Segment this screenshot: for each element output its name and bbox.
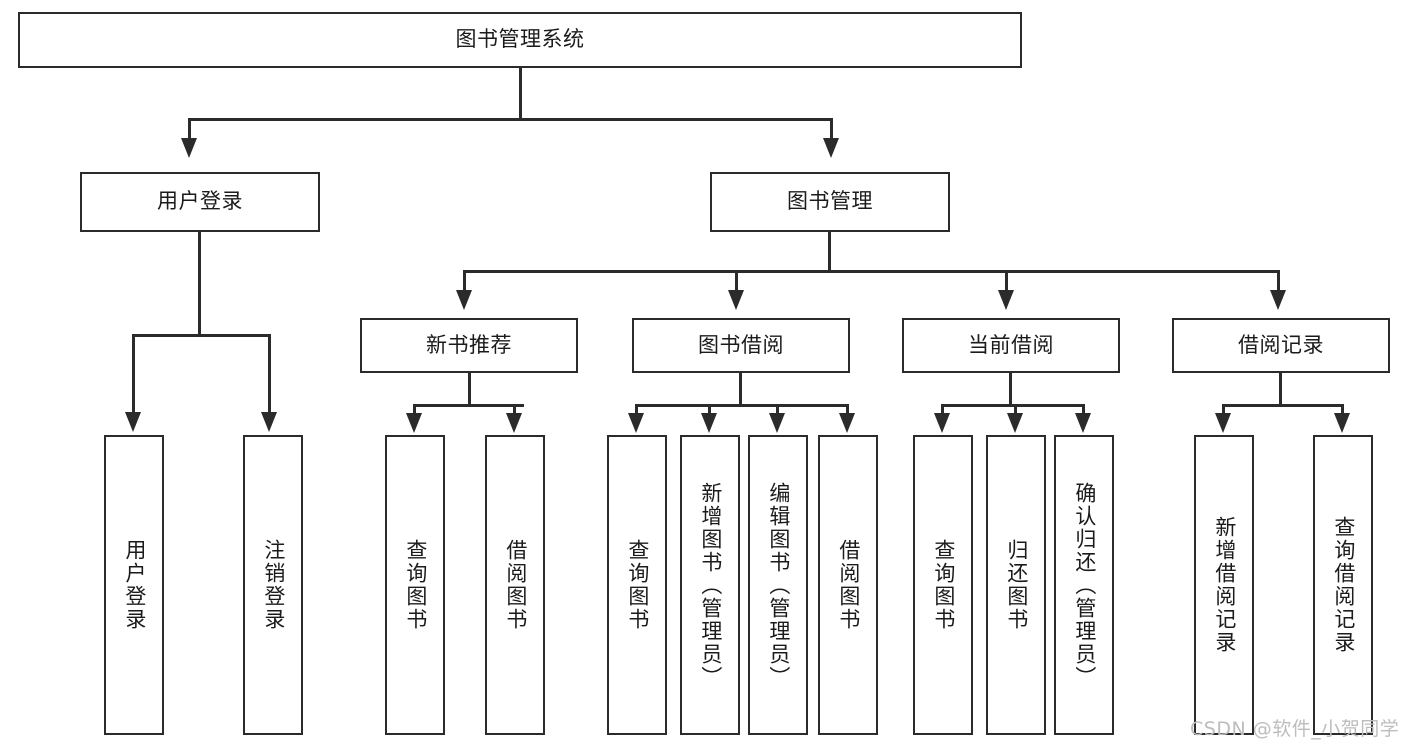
node-leaf-return-book-label: 归还图书	[1004, 539, 1029, 631]
arrow-book-manage-to-book-borrow	[728, 290, 744, 310]
arrow-book-borrow-to-leaf-1	[628, 413, 644, 433]
node-leaf-query-book-2-label: 查询图书	[625, 539, 650, 631]
node-borrow-record-label: 借阅记录	[1238, 332, 1324, 357]
node-book-borrow[interactable]: 图书借阅	[632, 318, 850, 373]
edge-root-stem	[519, 68, 522, 120]
node-leaf-confirm-return[interactable]: 确认归还（管理员）	[1054, 435, 1114, 735]
node-leaf-query-book-1-label: 查询图书	[403, 539, 428, 631]
edge-new-book-rec-bar	[413, 404, 524, 407]
node-leaf-add-record[interactable]: 新增借阅记录	[1194, 435, 1254, 735]
edge-book-manage-to-borrow-record	[1277, 270, 1280, 292]
edge-user-login-bar	[132, 334, 271, 337]
arrow-borrow-record-to-leaf-2	[1334, 413, 1350, 433]
node-current-borrow[interactable]: 当前借阅	[902, 318, 1120, 373]
node-current-borrow-label: 当前借阅	[968, 332, 1054, 357]
edge-book-borrow-to-leaf-3	[776, 404, 779, 416]
node-leaf-borrow-book-2-label: 借阅图书	[836, 539, 861, 631]
edge-borrow-record-to-leaf-2	[1341, 404, 1344, 416]
node-root-label: 图书管理系统	[455, 27, 585, 52]
edge-current-borrow-bar	[941, 404, 1082, 407]
edge-root-bar	[188, 118, 833, 121]
node-leaf-user-login-label: 用户登录	[122, 539, 147, 631]
arrow-book-borrow-to-leaf-3	[769, 413, 785, 433]
edge-user-login-stem	[198, 232, 201, 337]
arrow-new-book-rec-to-leaf-1	[406, 413, 422, 433]
node-leaf-borrow-book-1-label: 借阅图书	[503, 539, 528, 631]
edge-new-book-rec-to-leaf-2	[513, 404, 516, 416]
node-book-manage-label: 图书管理	[787, 189, 873, 214]
node-book-manage[interactable]: 图书管理	[710, 172, 950, 232]
node-new-book-rec[interactable]: 新书推荐	[360, 318, 578, 373]
node-leaf-logout[interactable]: 注销登录	[243, 435, 303, 735]
node-leaf-query-book-3-label: 查询图书	[931, 539, 956, 631]
edge-user-login-to-leaf-2	[268, 334, 271, 414]
node-user-login[interactable]: 用户登录	[80, 172, 320, 232]
edge-book-manage-to-book-borrow	[735, 270, 738, 292]
node-leaf-borrow-book-2[interactable]: 借阅图书	[818, 435, 878, 735]
arrow-current-borrow-to-leaf-1	[934, 413, 950, 433]
arrow-current-borrow-to-leaf-3	[1075, 413, 1091, 433]
node-new-book-rec-label: 新书推荐	[426, 332, 512, 357]
edge-current-borrow-stem	[1009, 373, 1012, 407]
arrow-borrow-record-to-leaf-1	[1215, 413, 1231, 433]
edge-root-to-book-manage	[830, 118, 833, 140]
node-leaf-edit-book-label: 编辑图书（管理员）	[766, 481, 791, 689]
node-leaf-borrow-book-1[interactable]: 借阅图书	[485, 435, 545, 735]
csdn-watermark: CSDN @软件_小贺同学	[1190, 718, 1400, 740]
node-leaf-user-login[interactable]: 用户登录	[104, 435, 164, 735]
edge-root-to-user-login	[188, 118, 191, 140]
edge-book-manage-to-current-borrow	[1005, 270, 1008, 292]
node-leaf-query-record[interactable]: 查询借阅记录	[1313, 435, 1373, 735]
arrow-current-borrow-to-leaf-2	[1007, 413, 1023, 433]
node-leaf-edit-book[interactable]: 编辑图书（管理员）	[748, 435, 808, 735]
node-leaf-add-book-label: 新增图书（管理员）	[698, 481, 723, 689]
edge-book-borrow-to-leaf-4	[846, 404, 849, 416]
arrow-book-manage-to-new-book-rec	[456, 290, 472, 310]
edge-book-borrow-stem	[739, 373, 742, 407]
node-book-borrow-label: 图书借阅	[698, 332, 784, 357]
arrow-book-manage-to-current-borrow	[998, 290, 1014, 310]
node-leaf-logout-label: 注销登录	[261, 539, 286, 631]
edge-book-manage-stem	[828, 232, 831, 272]
arrow-user-login-to-leaf-1	[125, 412, 141, 432]
arrow-new-book-rec-to-leaf-2	[506, 413, 522, 433]
edge-book-borrow-to-leaf-1	[635, 404, 638, 416]
node-leaf-add-book[interactable]: 新增图书（管理员）	[680, 435, 740, 735]
arrow-book-borrow-to-leaf-2	[701, 413, 717, 433]
node-leaf-query-book-1[interactable]: 查询图书	[385, 435, 445, 735]
node-leaf-return-book[interactable]: 归还图书	[986, 435, 1046, 735]
edge-book-manage-to-new-book-rec	[463, 270, 466, 292]
edge-borrow-record-to-leaf-1	[1222, 404, 1225, 416]
node-borrow-record[interactable]: 借阅记录	[1172, 318, 1390, 373]
node-root[interactable]: 图书管理系统	[18, 12, 1022, 68]
edge-user-login-to-leaf-1	[132, 334, 135, 414]
node-leaf-add-record-label: 新增借阅记录	[1212, 516, 1237, 654]
edge-borrow-record-bar	[1222, 404, 1343, 407]
edge-current-borrow-to-leaf-2	[1014, 404, 1017, 416]
arrow-user-login-to-leaf-2	[261, 412, 277, 432]
arrow-root-to-book-manage	[823, 138, 839, 158]
arrow-root-to-user-login	[181, 138, 197, 158]
edge-current-borrow-to-leaf-3	[1082, 404, 1085, 416]
edge-book-borrow-to-leaf-2	[708, 404, 711, 416]
edge-borrow-record-stem	[1279, 373, 1282, 407]
arrow-book-borrow-to-leaf-4	[839, 413, 855, 433]
node-user-login-label: 用户登录	[157, 189, 243, 214]
node-leaf-query-book-2[interactable]: 查询图书	[607, 435, 667, 735]
edge-current-borrow-to-leaf-1	[941, 404, 944, 416]
edge-new-book-rec-to-leaf-1	[413, 404, 416, 416]
edge-new-book-rec-stem	[468, 373, 471, 407]
edge-book-manage-bar	[463, 270, 1280, 273]
node-leaf-confirm-return-label: 确认归还（管理员）	[1072, 481, 1097, 689]
arrow-book-manage-to-borrow-record	[1270, 290, 1286, 310]
edge-book-borrow-bar	[635, 404, 848, 407]
node-leaf-query-book-3[interactable]: 查询图书	[913, 435, 973, 735]
node-leaf-query-record-label: 查询借阅记录	[1331, 516, 1356, 654]
